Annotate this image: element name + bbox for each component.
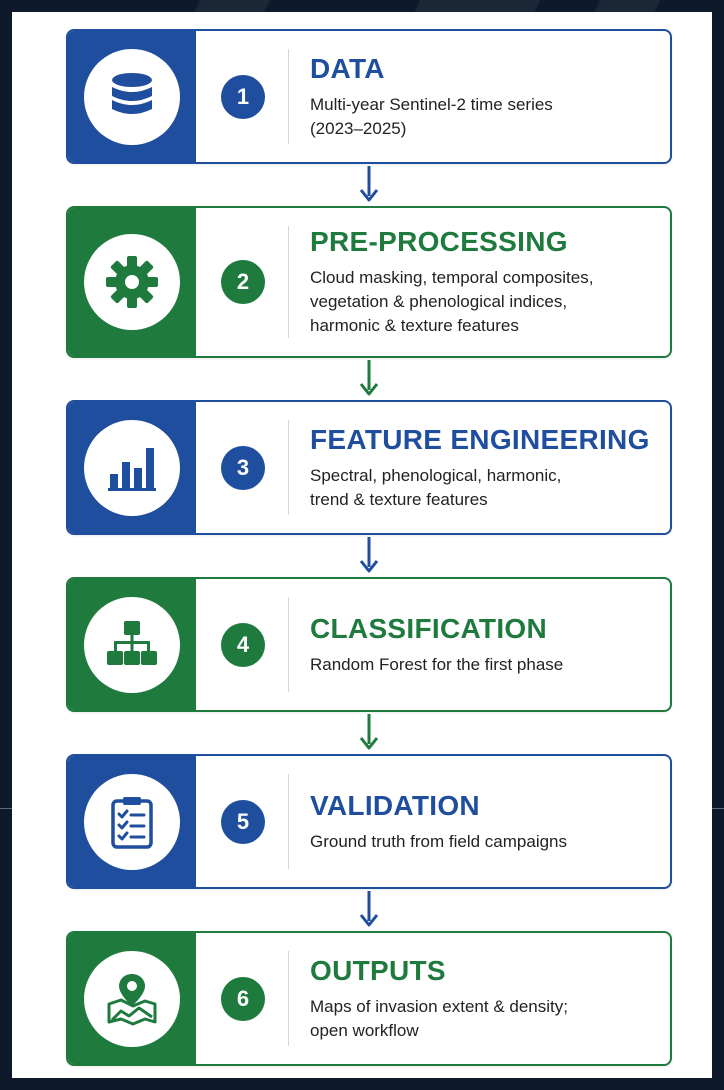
step-number-badge: 2 bbox=[221, 260, 265, 304]
description-line: Cloud masking, temporal composites, bbox=[310, 268, 594, 287]
map-pin-icon bbox=[103, 970, 161, 1028]
gear-icon bbox=[104, 254, 160, 310]
icon-disc bbox=[84, 950, 180, 1047]
hierarchy-icon bbox=[104, 617, 160, 673]
clipboard-checklist-icon bbox=[104, 794, 160, 850]
step-description: Random Forest for the first phase bbox=[310, 653, 656, 677]
step-title: VALIDATION bbox=[310, 789, 480, 821]
step-icon-band bbox=[68, 402, 196, 533]
description-line: Spectral, phenological, harmonic, bbox=[310, 465, 562, 485]
step-icon-band bbox=[68, 208, 196, 356]
step-description: Spectral, phenological, harmonic, trend … bbox=[310, 464, 656, 512]
workflow-steps: 1 DATA Multi-year Sentinel-2 time series… bbox=[66, 29, 672, 1066]
icon-disc bbox=[84, 596, 180, 693]
description-line: open workflow bbox=[310, 1020, 419, 1040]
step-title: PRE-PROCESSING bbox=[310, 226, 568, 257]
flowchart-panel: 1 DATA Multi-year Sentinel-2 time series… bbox=[12, 12, 712, 1078]
step-description: Cloud masking, temporal composites, vege… bbox=[310, 266, 656, 338]
step-card-outputs: 6 OUTPUTS Maps of invasion extent & dens… bbox=[66, 931, 672, 1066]
database-icon bbox=[105, 70, 159, 124]
step-description: Multi-year Sentinel-2 time series (2023–… bbox=[310, 93, 656, 141]
divider bbox=[288, 597, 289, 692]
step-card-classification: 4 CLASSIFICATION Random Forest for the f… bbox=[66, 577, 672, 712]
step-card-feature-engineering: 3 FEATURE ENGINEERING Spectral, phenolog… bbox=[66, 400, 672, 535]
flow-arrow bbox=[66, 712, 672, 754]
step-icon-band bbox=[68, 756, 196, 887]
step-number-badge: 1 bbox=[221, 74, 265, 119]
step-title: FEATURE ENGINEERING bbox=[310, 423, 650, 455]
step-title: CLASSIFICATION bbox=[310, 612, 548, 644]
divider bbox=[288, 774, 289, 869]
step-icon-band bbox=[68, 31, 196, 162]
divider bbox=[288, 951, 289, 1046]
step-title: DATA bbox=[310, 52, 385, 84]
description-line: vegetation & phenological indices, bbox=[310, 292, 568, 311]
step-number-badge: 4 bbox=[221, 622, 265, 667]
step-number-badge: 3 bbox=[221, 445, 265, 490]
description-line: Multi-year Sentinel-2 time series bbox=[310, 94, 553, 114]
step-number-badge: 5 bbox=[221, 799, 265, 844]
flow-arrow bbox=[66, 535, 672, 577]
bar-chart-icon bbox=[104, 440, 160, 496]
flow-arrow bbox=[66, 358, 672, 400]
divider bbox=[288, 49, 289, 144]
description-line: Maps of invasion extent & density; bbox=[310, 996, 568, 1016]
step-icon-band bbox=[68, 579, 196, 710]
step-description: Ground truth from field campaigns bbox=[310, 830, 656, 854]
divider bbox=[288, 420, 289, 515]
flow-arrow bbox=[66, 164, 672, 206]
step-card-pre-processing: 2 PRE-PROCESSING Cloud masking, temporal… bbox=[66, 206, 672, 358]
step-number-badge: 6 bbox=[221, 976, 265, 1021]
step-card-data: 1 DATA Multi-year Sentinel-2 time series… bbox=[66, 29, 672, 164]
step-card-validation: 5 VALIDATION Ground truth from field cam… bbox=[66, 754, 672, 889]
description-line: trend & texture features bbox=[310, 489, 488, 509]
divider bbox=[288, 226, 289, 338]
description-line: Random Forest for the first phase bbox=[310, 654, 564, 674]
icon-disc bbox=[84, 48, 180, 145]
description-line: Ground truth from field campaigns bbox=[310, 831, 568, 851]
step-icon-band bbox=[68, 933, 196, 1064]
flow-arrow bbox=[66, 889, 672, 931]
icon-disc bbox=[84, 419, 180, 516]
icon-disc bbox=[84, 773, 180, 870]
step-description: Maps of invasion extent & density; open … bbox=[310, 995, 656, 1043]
description-line: harmonic & texture features bbox=[310, 316, 519, 335]
icon-disc bbox=[84, 234, 180, 330]
step-title: OUTPUTS bbox=[310, 954, 446, 986]
description-line: (2023–2025) bbox=[310, 118, 407, 138]
